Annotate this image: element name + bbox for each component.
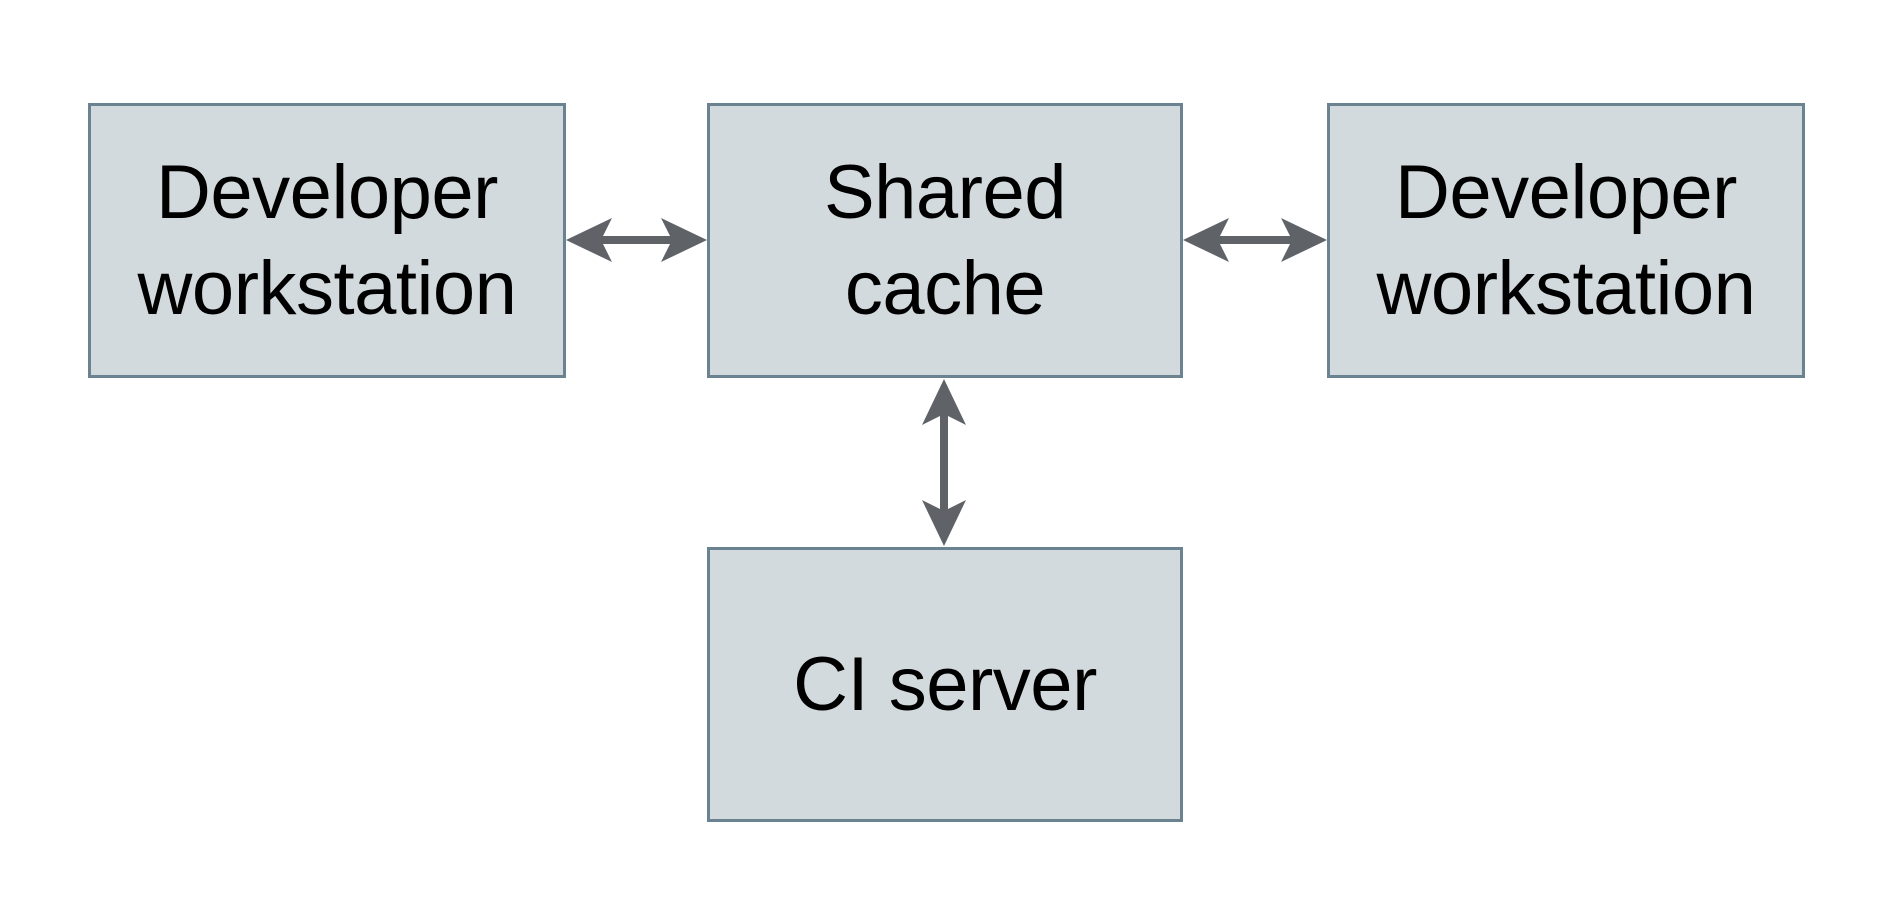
node-developer-workstation-left: Developer workstation <box>88 103 566 378</box>
node-developer-workstation-right: Developer workstation <box>1327 103 1805 378</box>
node-label: CI server <box>793 641 1097 727</box>
node-shared-cache: Shared cache <box>707 103 1183 378</box>
arrowhead-left-icon <box>1183 218 1229 262</box>
node-ci-server: CI server <box>707 547 1183 822</box>
double-arrow-cache-ci-server <box>922 379 966 546</box>
arrowhead-right-icon <box>661 218 707 262</box>
node-label: Developer workstation <box>137 149 517 331</box>
arrowhead-down-icon <box>922 500 966 546</box>
double-arrow-cache-right-workstation <box>1183 218 1327 262</box>
arrowhead-left-icon <box>566 218 612 262</box>
double-arrow-left-workstation-cache <box>566 218 707 262</box>
arrowhead-up-icon <box>922 379 966 425</box>
node-label: Shared cache <box>823 149 1067 331</box>
arrowhead-right-icon <box>1281 218 1327 262</box>
node-label: Developer workstation <box>1376 149 1756 331</box>
